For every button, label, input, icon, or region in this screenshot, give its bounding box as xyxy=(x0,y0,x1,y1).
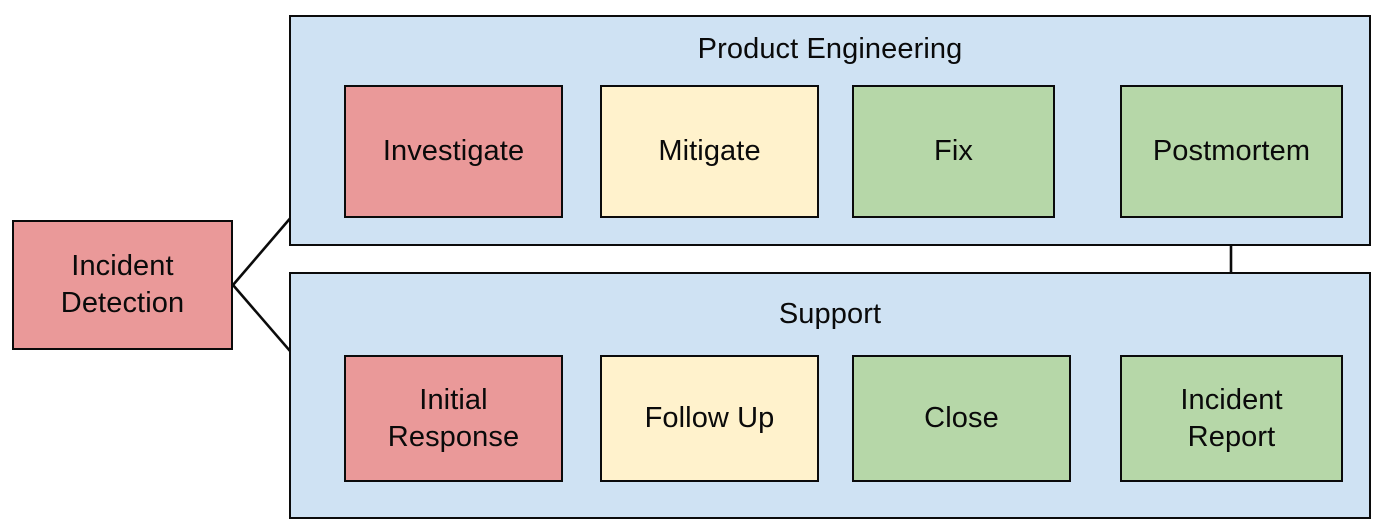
node-label-line1: Follow Up xyxy=(644,402,775,434)
node-label-line1: Postmortem xyxy=(1152,135,1311,167)
node-fix[interactable]: Fix xyxy=(852,85,1055,218)
node-label-line1: Incident xyxy=(71,250,174,282)
node-label-line1: Incident xyxy=(1180,383,1283,416)
node-label-line2: Response xyxy=(387,420,520,453)
node-label-line1: Close xyxy=(924,402,999,434)
node-close[interactable]: Close xyxy=(852,355,1071,482)
node-label-mitigate: Mitigate xyxy=(658,133,760,170)
node-label-line1: Initial xyxy=(419,383,488,416)
node-label-fix: Fix xyxy=(934,133,973,170)
node-label-line2: Detection xyxy=(60,287,185,319)
pool-title-product-engineering: Product Engineering xyxy=(697,33,963,65)
node-label-line1: Mitigate xyxy=(658,135,761,167)
node-label-follow-up: Follow Up xyxy=(645,400,775,437)
node-investigate[interactable]: Investigate xyxy=(344,85,563,218)
node-follow-up[interactable]: Follow Up xyxy=(600,355,819,482)
node-label-line2: Report xyxy=(1187,420,1276,453)
node-postmortem[interactable]: Postmortem xyxy=(1120,85,1343,218)
node-label-line1: Investigate xyxy=(382,135,525,167)
node-mitigate[interactable]: Mitigate xyxy=(600,85,819,218)
node-label-close: Close xyxy=(924,400,999,437)
node-label-investigate: Investigate xyxy=(383,133,524,170)
node-label-postmortem: Postmortem xyxy=(1153,133,1310,170)
pool-title-support: Support xyxy=(778,298,882,330)
node-label-line1: Fix xyxy=(934,135,973,167)
